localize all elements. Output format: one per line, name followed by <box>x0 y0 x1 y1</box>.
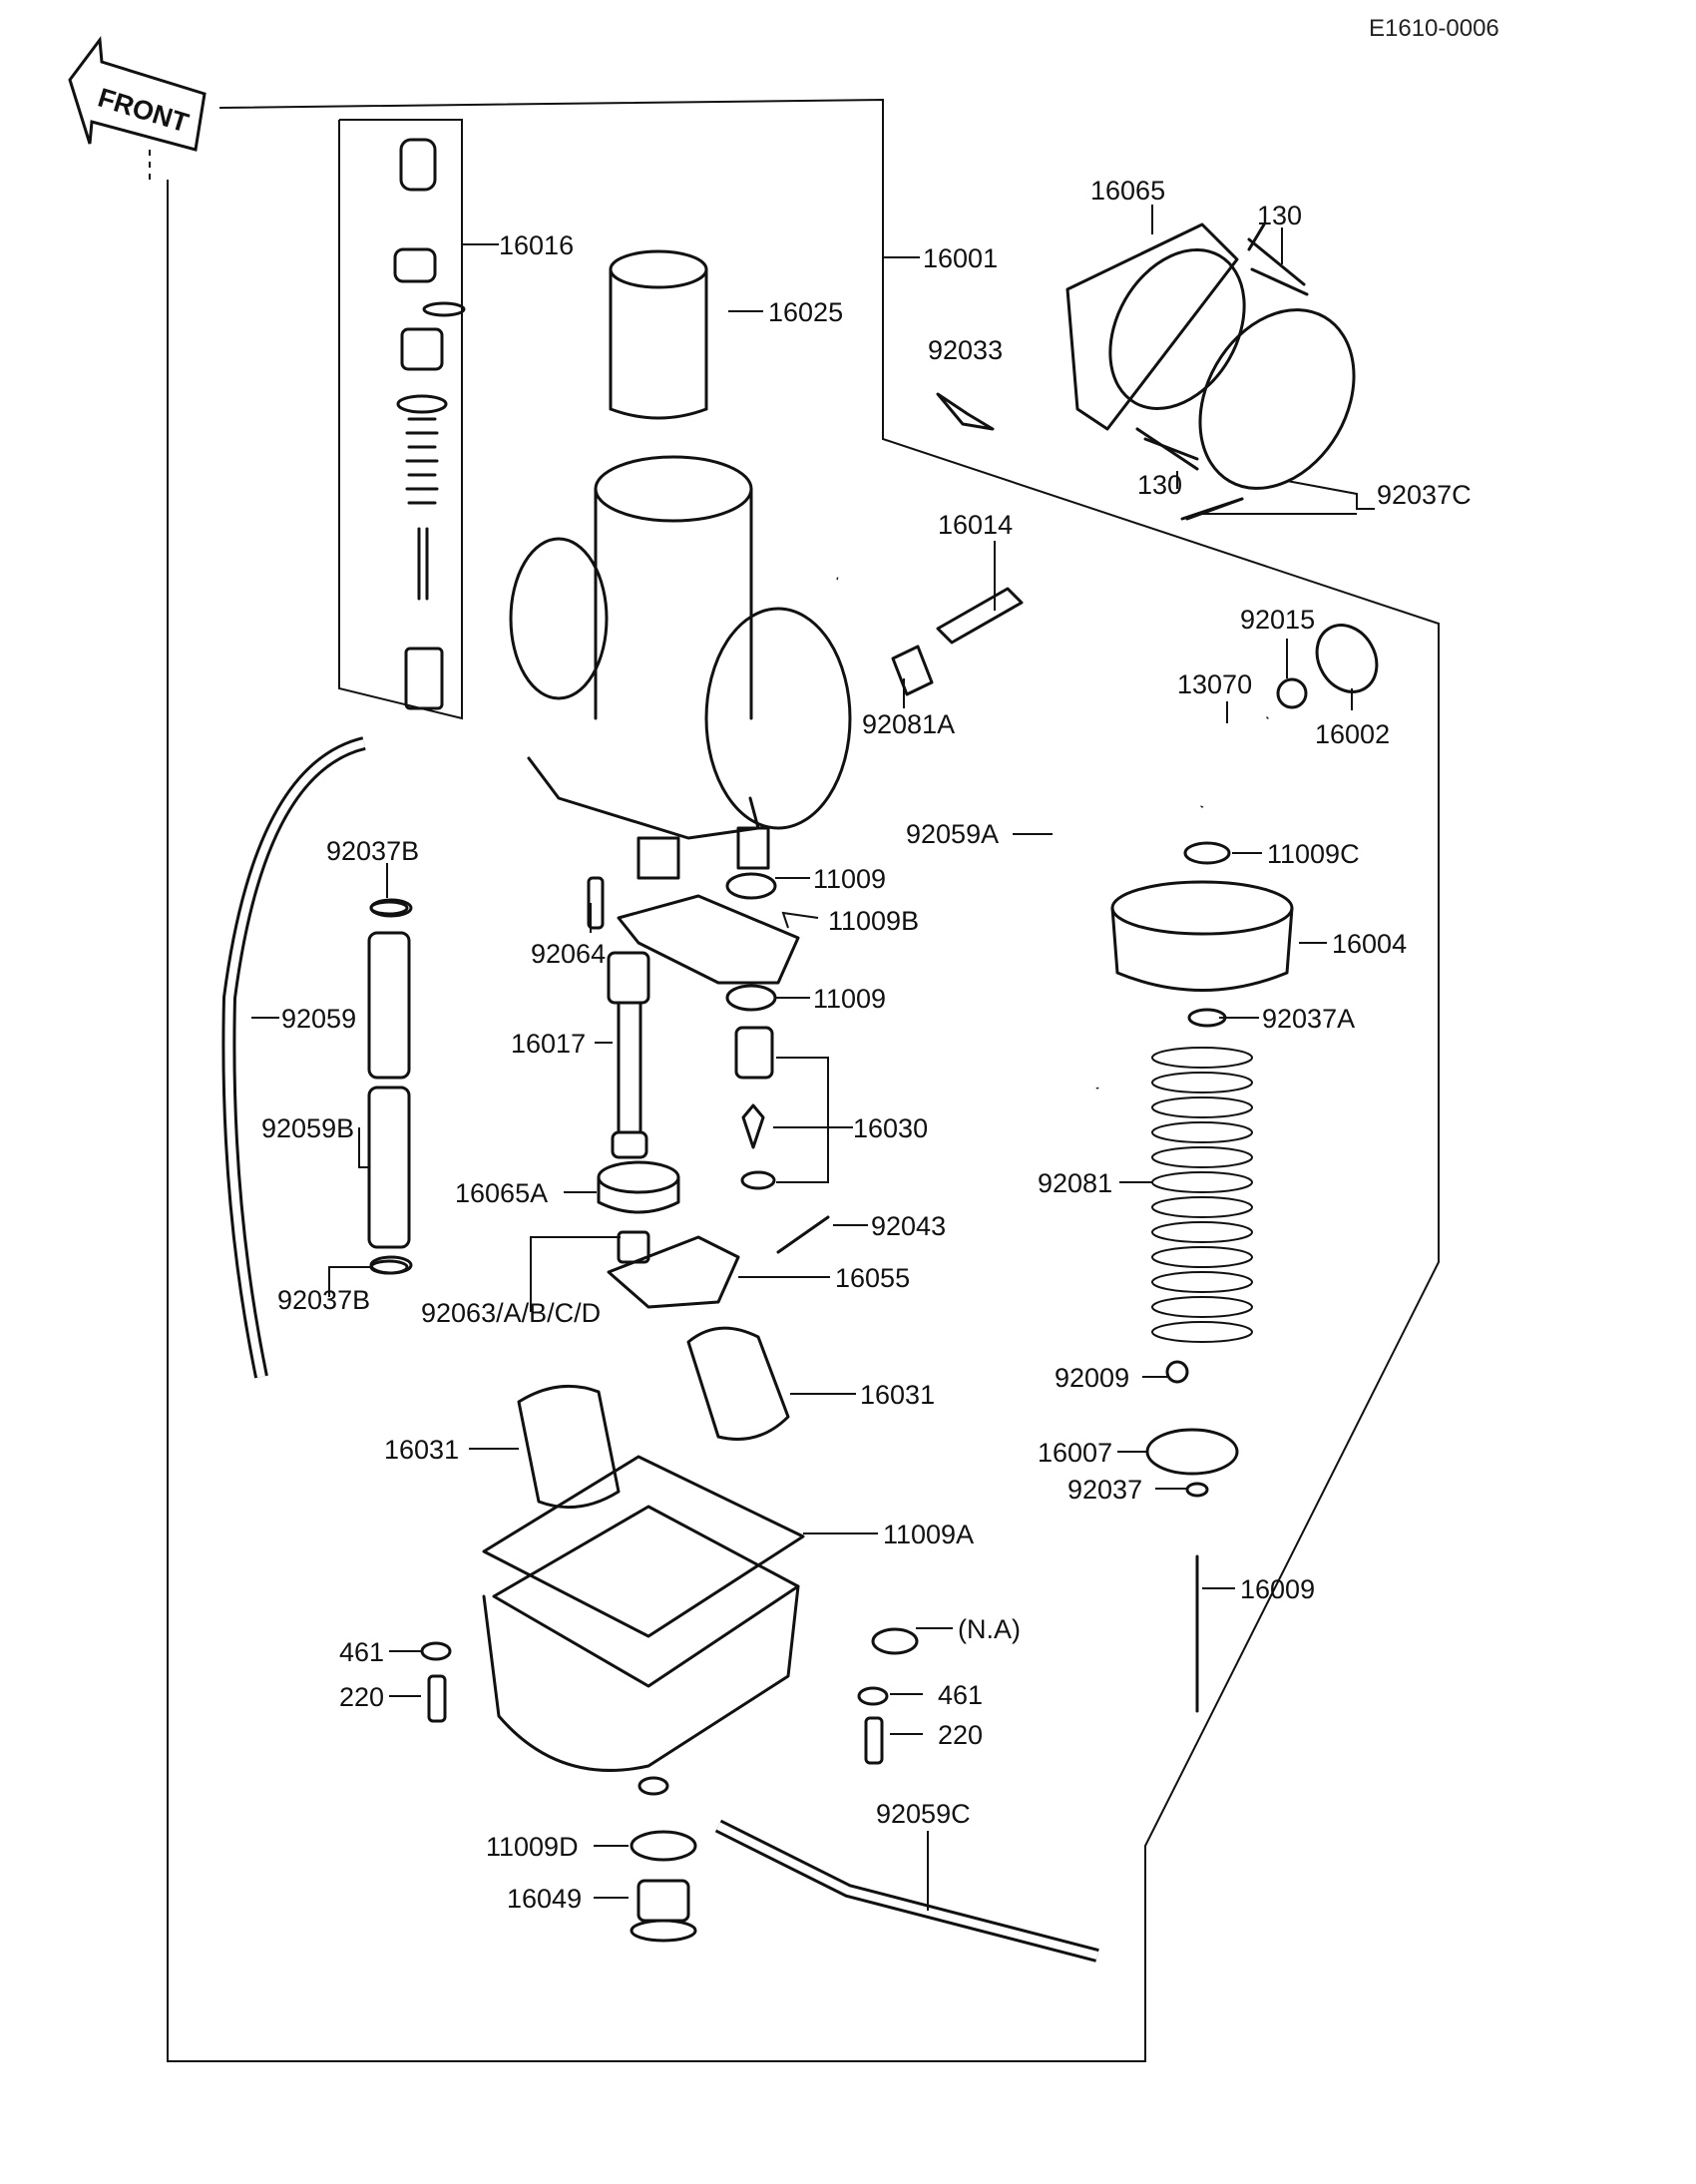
label-11009-b: 11009 <box>813 984 886 1014</box>
float-valve-16030 <box>734 1026 776 1190</box>
label-92015: 92015 <box>1240 605 1315 635</box>
drain-plug-16049 <box>630 1830 697 1943</box>
assembly-boundary-frame <box>167 98 1440 2062</box>
label-16025: 16025 <box>768 297 843 327</box>
intake-manifold <box>1065 222 1356 521</box>
label-NA: (N.A) <box>958 1614 1021 1644</box>
label-16014: 16014 <box>938 510 1013 540</box>
label-220-left: 220 <box>339 1682 384 1712</box>
hose-92059C <box>714 1819 1099 1963</box>
label-92037B-top: 92037B <box>326 836 419 866</box>
label-92081A: 92081A <box>862 709 955 739</box>
top-cap-16004 <box>1110 880 1294 1028</box>
label-11009A: 11009A <box>883 1520 974 1549</box>
label-16065A: 16065A <box>455 1178 548 1208</box>
hose-92059B <box>367 898 413 1275</box>
label-16065: 16065 <box>1090 176 1165 206</box>
label-92037A: 92037A <box>1262 1004 1355 1034</box>
label-16002: 16002 <box>1315 719 1390 749</box>
mixture-adjuster-stack <box>393 138 466 710</box>
label-92033: 92033 <box>928 335 1003 365</box>
hose-92059 <box>221 736 366 1379</box>
float-arm-16055 <box>607 1215 830 1309</box>
part-labels: 16016 16025 16001 16065 130 92033 130 92… <box>261 176 1472 1914</box>
label-92081: 92081 <box>1038 1168 1112 1198</box>
gaskets-11009 <box>617 872 800 1012</box>
label-92059B: 92059B <box>261 1113 354 1143</box>
label-13070: 13070 <box>1177 669 1252 699</box>
label-92037B-bottom: 92037B <box>277 1285 370 1315</box>
label-92059: 92059 <box>281 1004 356 1034</box>
label-16004: 16004 <box>1332 929 1407 959</box>
label-92009: 92009 <box>1055 1363 1129 1393</box>
slide-spring-92081 <box>1151 1047 1253 1343</box>
float-16031-left <box>517 1384 621 1510</box>
label-92037: 92037 <box>1067 1475 1142 1505</box>
label-130-top: 130 <box>1257 201 1302 230</box>
manifold-bolts-130 <box>1143 267 1309 521</box>
needle-jet-16017 <box>607 951 650 1159</box>
pilot-jet-92064 <box>587 876 605 930</box>
label-92037C: 92037C <box>1377 480 1472 510</box>
label-92059C: 92059C <box>876 1799 971 1829</box>
hose-92059A <box>836 575 1101 1090</box>
label-92063: 92063/A/B/C/D <box>421 1298 601 1328</box>
label-130-bottom: 130 <box>1137 470 1182 500</box>
label-11009-a: 11009 <box>813 864 886 894</box>
label-16055: 16055 <box>835 1263 910 1293</box>
front-direction-arrow: FRONT <box>68 35 207 185</box>
label-16049: 16049 <box>507 1884 582 1914</box>
bowl-screws-left <box>420 1641 452 1723</box>
bowl-screws-right <box>857 1627 919 1765</box>
label-92064: 92064 <box>531 939 606 969</box>
label-16017: 16017 <box>511 1029 586 1059</box>
throttle-slide <box>609 249 708 420</box>
float-bowl <box>482 1455 805 1796</box>
label-16007: 16007 <box>1038 1438 1112 1468</box>
label-16001: 16001 <box>923 243 998 273</box>
label-16031-right: 16031 <box>860 1380 935 1410</box>
label-461-right: 461 <box>938 1680 983 1710</box>
label-11009C: 11009C <box>1267 839 1360 869</box>
carburetor-body <box>509 455 852 880</box>
leader-lines <box>251 205 1375 1911</box>
label-11009D: 11009D <box>486 1832 579 1862</box>
clip-92033 <box>936 392 995 431</box>
label-16031-left: 16031 <box>384 1435 459 1465</box>
label-16030: 16030 <box>853 1113 928 1143</box>
throttle-cable-elbow <box>1183 624 1379 865</box>
drawing-code: E1610-0006 <box>1369 15 1499 42</box>
baffle-16065A <box>597 1160 680 1214</box>
air-screw <box>891 587 1024 696</box>
label-11009B: 11009B <box>828 906 919 936</box>
label-220-right: 220 <box>938 1720 983 1750</box>
label-92059A: 92059A <box>906 819 999 849</box>
label-461-left: 461 <box>339 1637 384 1667</box>
label-92043: 92043 <box>871 1211 946 1241</box>
label-16016: 16016 <box>499 230 574 260</box>
needle-assembly <box>1145 1360 1239 1713</box>
label-16009: 16009 <box>1240 1574 1315 1604</box>
float-16031-right <box>686 1326 790 1441</box>
